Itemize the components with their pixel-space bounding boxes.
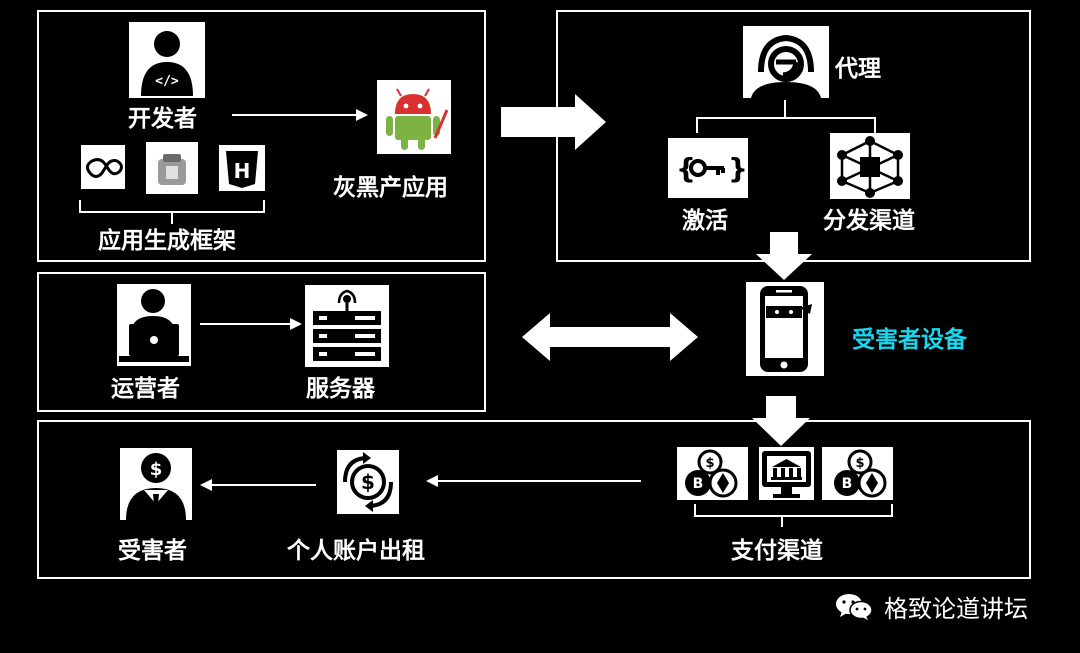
proxy-bracket <box>696 100 876 133</box>
activation-label: 激活 <box>682 208 728 234</box>
developer-label: 开发者 <box>128 106 197 132</box>
proxy-icon <box>743 26 829 98</box>
payment-panel <box>37 420 1031 579</box>
app-label: 灰黑产应用 <box>333 175 448 201</box>
server-label: 服务器 <box>306 376 375 402</box>
wechat-icon <box>834 591 874 621</box>
svg-text:{: { <box>676 152 696 185</box>
victim-device-label: 受害者设备 <box>852 327 967 353</box>
crypto-coins-icon-2: $ B <box>822 447 893 500</box>
svg-text:$: $ <box>855 456 864 471</box>
victim-icon: $ <box>120 448 192 520</box>
svg-text:B: B <box>693 476 704 492</box>
payment-bracket <box>694 504 893 527</box>
watermark-text: 格致论道讲坛 <box>884 594 1028 623</box>
crypto-coins-icon-1: $ B <box>677 447 748 500</box>
operator-label: 运营者 <box>111 376 180 402</box>
activation-key-icon: { } <box>668 138 748 198</box>
watermark: 格致论道讲坛 <box>834 591 1028 623</box>
proxy-label: 代理 <box>835 56 881 82</box>
developer-panel <box>37 10 486 262</box>
distribution-network-icon <box>830 133 910 199</box>
bank-terminal-icon <box>759 447 814 500</box>
victim-device-icon <box>746 282 824 376</box>
developer-to-distribution-arrow <box>501 94 606 150</box>
operator-icon <box>117 284 191 366</box>
server-device-double-arrow <box>522 313 698 361</box>
svg-text:$: $ <box>150 459 163 480</box>
frameworks-bracket <box>79 200 265 224</box>
svg-text:$: $ <box>361 470 375 494</box>
frameworks-label: 应用生成框架 <box>98 228 236 254</box>
account-rental-icon: $ <box>337 450 399 514</box>
victim-label: 受害者 <box>118 538 187 564</box>
android-app-icon <box>377 80 451 154</box>
svg-text:H: H <box>234 159 251 183</box>
framework-icon-2 <box>146 142 198 194</box>
framework-icon-1 <box>78 142 128 192</box>
developer-icon: </> <box>129 22 205 98</box>
server-icon <box>305 285 389 367</box>
operator-panel <box>37 272 486 412</box>
payment-label: 支付渠道 <box>731 538 823 564</box>
svg-text:}: } <box>728 152 748 185</box>
channel-label: 分发渠道 <box>823 208 915 234</box>
framework-icon-3: H <box>216 142 268 194</box>
svg-text:B: B <box>842 476 853 492</box>
distribution-to-device-arrow <box>756 232 812 280</box>
device-to-payment-arrow <box>752 396 810 446</box>
svg-text:</>: </> <box>155 74 179 89</box>
svg-text:$: $ <box>705 456 714 471</box>
rental-label: 个人账户出租 <box>287 538 425 564</box>
